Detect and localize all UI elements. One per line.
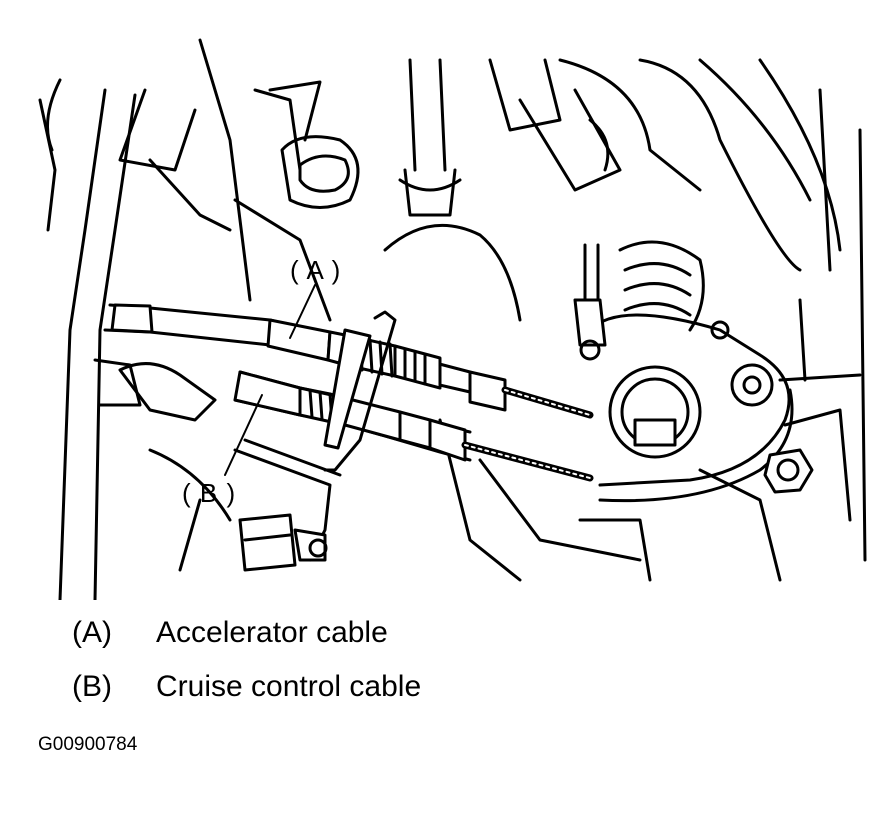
legend-text-b: Cruise control cable — [156, 670, 422, 703]
cable-bracket — [233, 310, 397, 562]
legend-item-b: (B) Cruise control cable — [72, 670, 421, 704]
mounting-bolts — [238, 448, 814, 572]
engine-throttle-illustration — [38, 38, 867, 600]
engine-background-lines — [38, 38, 867, 600]
legend-key-a: (A) — [72, 616, 112, 649]
throttle-pulley — [573, 240, 794, 503]
accelerator-cable — [103, 303, 594, 419]
callout-b-label: ( B ) — [182, 478, 237, 508]
legend-item-a: (A) Accelerator cable — [72, 616, 388, 650]
callout-a-label: ( A ) — [290, 255, 342, 285]
leader-line-b — [224, 394, 263, 476]
legend-key-b: (B) — [72, 670, 112, 703]
legend-text-a: Accelerator cable — [156, 616, 388, 649]
leader-line-a — [289, 284, 316, 339]
cruise-control-cable — [233, 370, 594, 482]
figure-code: G00900784 — [38, 734, 138, 755]
